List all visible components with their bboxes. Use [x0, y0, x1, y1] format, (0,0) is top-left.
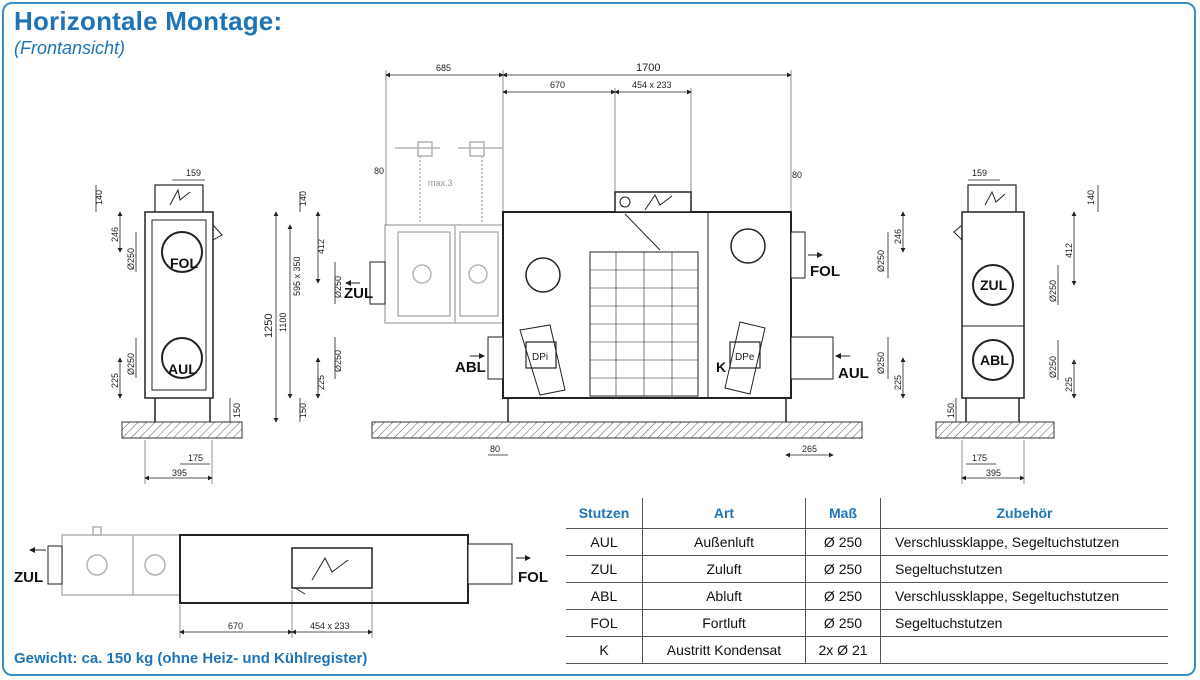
table-cell: K — [599, 642, 609, 658]
right-side-view — [935, 179, 1099, 484]
table-cell: Abluft — [642, 582, 806, 610]
left-dim-diam-bottom: Ø250 — [126, 353, 136, 375]
table-cell: Außenluft — [642, 528, 806, 556]
right-dim-395: 395 — [986, 468, 1001, 478]
table-row: ABL Abluft Ø 250 Verschlussklappe, Segel… — [566, 582, 1168, 610]
front-label-aul: AUL — [838, 365, 869, 382]
front-dim-225-right: 225 — [893, 375, 903, 390]
table-cell: 2x Ø 21 — [805, 636, 881, 664]
bottom-label-fol: FOL — [518, 569, 548, 586]
left-side-view — [95, 179, 243, 484]
table-cell: Ø 250 — [805, 528, 881, 556]
front-dim-diam-aul: Ø250 — [876, 352, 886, 374]
left-dim-246: 246 — [110, 227, 120, 242]
front-label-k: K — [716, 359, 726, 375]
bottom-dim-670: 670 — [228, 621, 243, 631]
table-cell: Ø 250 — [805, 609, 881, 637]
front-label-abl: ABL — [455, 359, 486, 376]
front-dim-454x233: 454 x 233 — [632, 80, 672, 90]
right-dim-175: 175 — [972, 453, 987, 463]
table-cell: Verschlussklappe, Segeltuchstutzen — [880, 582, 1168, 610]
front-label-fol: FOL — [810, 263, 840, 280]
right-dim-diam-abl: Ø250 — [1048, 356, 1058, 378]
front-dim-140: 140 — [298, 191, 308, 206]
right-dim-159: 159 — [972, 168, 987, 178]
front-dim-80-left: 80 — [374, 166, 384, 176]
front-dim-diam-fol: Ø250 — [876, 250, 886, 272]
left-label-fol: FOL — [170, 255, 198, 271]
front-dim-80-right: 80 — [792, 170, 802, 180]
table-cell: Ø 250 — [805, 582, 881, 610]
table-header-art: Art — [642, 498, 806, 529]
left-dim-159: 159 — [186, 168, 201, 178]
table-cell: ZUL — [590, 561, 618, 577]
bottom-dim-454x233: 454 x 233 — [310, 621, 350, 631]
table-cell: Zuluft — [642, 555, 806, 583]
table-header-zubehoer: Zubehör — [880, 498, 1168, 529]
front-dim-1700: 1700 — [636, 62, 660, 74]
table-row: K Austritt Kondensat 2x Ø 21 — [566, 636, 1168, 664]
table-cell: Verschlussklappe, Segeltuchstutzen — [880, 528, 1168, 556]
front-view — [273, 70, 906, 458]
front-dim-595x350: 595 x 350 — [292, 256, 302, 296]
table-row: ZUL Zuluft Ø 250 Segeltuchstutzen — [566, 555, 1168, 583]
front-dim-670: 670 — [550, 80, 565, 90]
table-cell: FOL — [590, 615, 618, 631]
left-dim-140: 140 — [94, 190, 104, 205]
table-cell: ABL — [590, 588, 618, 604]
right-label-zul: ZUL — [980, 277, 1008, 293]
front-dim-diam-zul: Ø250 — [333, 276, 343, 298]
page-title: Horizontale Montage: — [14, 6, 283, 36]
table-row: AUL Außenluft Ø 250 Verschlussklappe, Se… — [566, 528, 1168, 556]
weight-note: Gewicht: ca. 150 kg (ohne Heiz- und Kühl… — [14, 650, 368, 667]
bottom-label-zul: ZUL — [14, 569, 43, 586]
front-label-dpi: DPi — [532, 352, 548, 363]
front-dim-diam-abl: Ø250 — [333, 350, 343, 372]
right-label-abl: ABL — [980, 352, 1009, 368]
front-dim-1100: 1100 — [278, 313, 288, 332]
right-dim-150: 150 — [946, 403, 956, 418]
table-row: FOL Fortluft Ø 250 Segeltuchstutzen — [566, 609, 1168, 637]
right-dim-225: 225 — [1064, 377, 1074, 392]
right-dim-412: 412 — [1064, 243, 1074, 258]
left-dim-diam-top: Ø250 — [126, 248, 136, 270]
front-label-zul: ZUL — [344, 285, 373, 302]
front-dim-1250: 1250 — [263, 314, 275, 338]
left-dim-150: 150 — [232, 403, 242, 418]
right-dim-140: 140 — [1086, 190, 1096, 205]
table-cell: Segeltuchstutzen — [880, 609, 1168, 637]
left-dim-395: 395 — [172, 468, 187, 478]
page-subtitle: (Frontansicht) — [14, 38, 126, 58]
table-cell — [880, 636, 1168, 664]
front-dim-685: 685 — [436, 63, 451, 73]
front-dim-150: 150 — [298, 403, 308, 418]
front-label-dpe: DPe — [735, 352, 755, 363]
table-header-row: Stutzen Art Maß Zubehör — [566, 498, 1168, 529]
front-dim-80-bottom: 80 — [490, 444, 500, 454]
table-cell: Ø 250 — [805, 555, 881, 583]
front-dim-412: 412 — [316, 239, 326, 254]
table-header-mass: Maß — [805, 498, 881, 529]
table-cell: Fortluft — [642, 609, 806, 637]
right-dim-diam-zul: Ø250 — [1048, 280, 1058, 302]
front-dim-246: 246 — [893, 229, 903, 244]
connection-table: Stutzen Art Maß Zubehör AUL Außenluft Ø … — [566, 498, 1168, 664]
table-cell: Austritt Kondensat — [642, 636, 806, 664]
table-cell: AUL — [590, 534, 618, 550]
bottom-view — [29, 526, 531, 638]
front-dim-225: 225 — [316, 375, 326, 390]
left-dim-175: 175 — [188, 453, 203, 463]
table-cell: Segeltuchstutzen — [880, 555, 1168, 583]
left-dim-225: 225 — [110, 373, 120, 388]
front-dim-max3: max.3 — [428, 178, 453, 188]
table-header-stutzen: Stutzen — [578, 505, 630, 521]
left-label-aul: AUL — [168, 361, 197, 377]
front-dim-265: 265 — [802, 444, 817, 454]
